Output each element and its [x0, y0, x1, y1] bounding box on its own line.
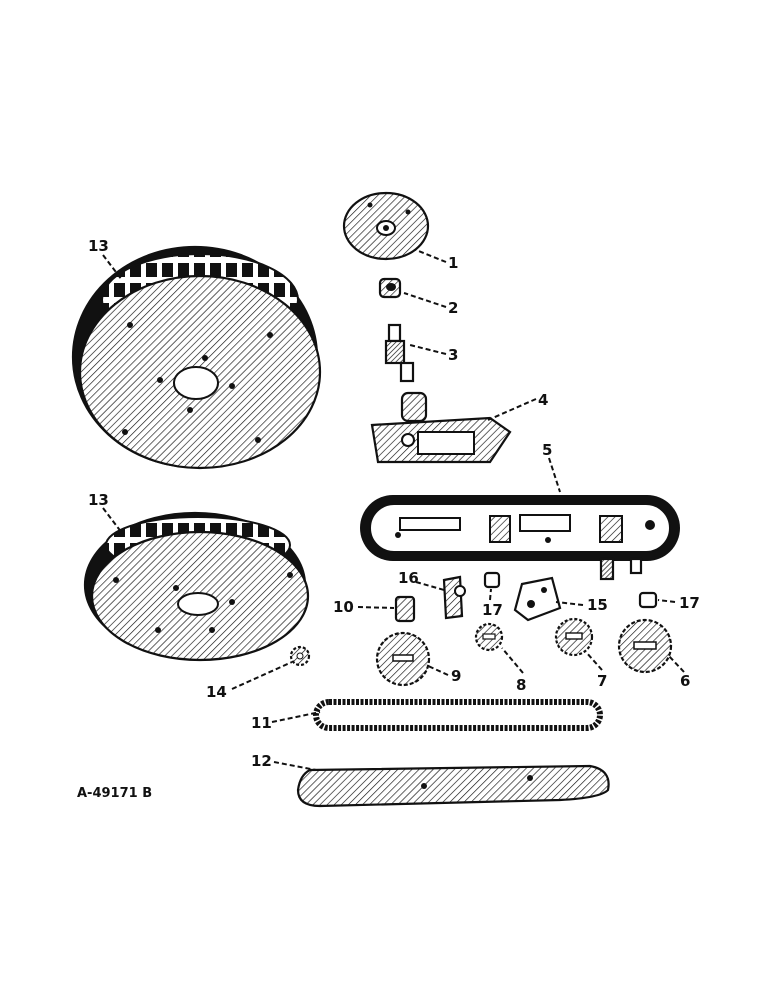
- part-5-chain-housing: [360, 495, 680, 581]
- part-9-sprocket: [375, 631, 431, 687]
- part-10-spacer: [394, 595, 416, 623]
- callout-5: 5: [542, 441, 552, 459]
- seed-plate-lower: [83, 511, 310, 662]
- part-4-bracket: [370, 391, 512, 464]
- part-3-shaft: [384, 323, 415, 383]
- part-11-chain: [313, 699, 603, 731]
- callout-8: 8: [516, 676, 526, 694]
- callout-4: 4: [538, 391, 548, 409]
- callout-1: 1: [448, 254, 458, 272]
- part-16-clip: [442, 575, 466, 620]
- callout-7: 7: [597, 672, 607, 690]
- callout-6: 6: [680, 672, 690, 690]
- part-12-cover: [296, 764, 610, 808]
- part-17-nut-left: [483, 571, 501, 589]
- callout-16: 16: [398, 569, 419, 587]
- callout-12: 12: [251, 752, 272, 770]
- part-6-sprocket: [617, 618, 673, 674]
- callout-3: 3: [448, 346, 458, 364]
- callout-13-upper: 13: [88, 237, 109, 255]
- callout-2: 2: [448, 299, 458, 317]
- part-1-cap-plate: [342, 191, 430, 261]
- callout-10: 10: [333, 598, 354, 616]
- part-14-sprocket: [289, 645, 311, 667]
- callout-14: 14: [206, 683, 227, 701]
- part-17-nut-right: [638, 591, 658, 609]
- callout-11: 11: [251, 714, 272, 732]
- reference-code: A-49171 B: [77, 786, 152, 801]
- seed-plate-upper: [71, 245, 322, 470]
- callout-15: 15: [587, 596, 608, 614]
- leader-lines: [102, 249, 685, 771]
- part-8-sprocket: [474, 622, 504, 652]
- part-7-sprocket: [554, 617, 594, 657]
- part-15-plate: [513, 576, 562, 622]
- callout-9: 9: [451, 667, 461, 685]
- callout-17-left: 17: [482, 601, 503, 619]
- callout-13-lower: 13: [88, 491, 109, 509]
- callout-17-right: 17: [679, 594, 700, 612]
- part-2-bushing: [378, 277, 402, 299]
